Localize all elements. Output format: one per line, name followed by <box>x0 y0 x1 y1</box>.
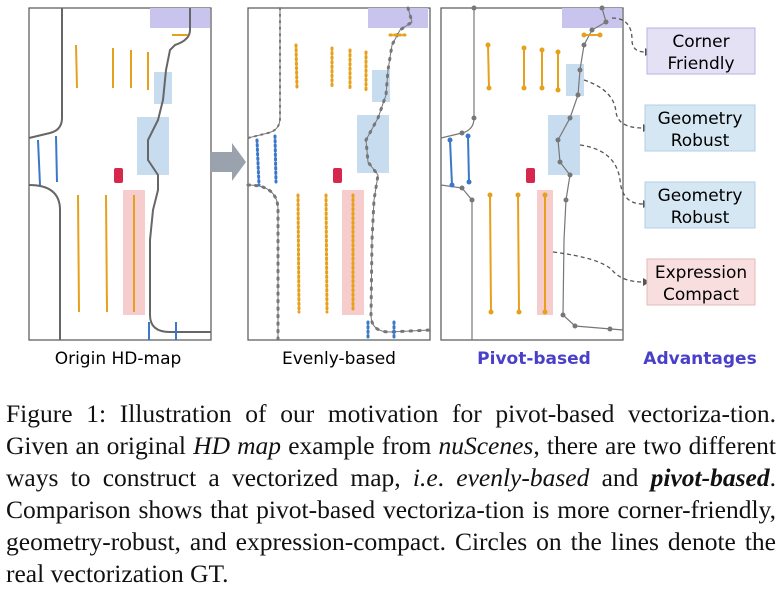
highlight-geometry-box <box>154 72 172 104</box>
svg-text:Corner: Corner <box>672 32 729 52</box>
advantages-label: Advantages <box>643 349 756 369</box>
right-arrow-icon <box>210 143 246 181</box>
svg-text:Robust: Robust <box>671 208 730 228</box>
highlight-corner-box <box>368 8 428 28</box>
svg-text:Friendly: Friendly <box>667 54 734 74</box>
svg-text:Geometry: Geometry <box>658 109 743 129</box>
panel-origin-hdmap <box>28 7 212 341</box>
highlight-corner-box <box>150 8 210 28</box>
advantage-box-geometry-robust: Geometry Robust <box>644 181 756 229</box>
highlight-geometry-box <box>357 115 389 173</box>
svg-text:Expression: Expression <box>655 263 747 283</box>
evenly-based-label: Evenly-based <box>282 349 396 369</box>
connector-arrows <box>552 17 646 283</box>
figure-1-illustration: Corner Friendly Geometry Robust Geometry… <box>28 5 757 369</box>
svg-text:Compact: Compact <box>663 285 739 305</box>
advantage-box-geometry-robust: Geometry Robust <box>644 104 756 152</box>
highlight-geometry-box <box>137 117 169 175</box>
highlight-geometry-box <box>548 115 580 175</box>
svg-text:Robust: Robust <box>671 131 730 151</box>
road-boundary-left-lower <box>28 184 61 340</box>
ego-car <box>526 168 535 183</box>
road-boundary-right <box>147 8 211 333</box>
svg-text:Geometry: Geometry <box>658 186 743 206</box>
origin-hdmap-label: Origin HD-map <box>55 349 182 369</box>
arrowhead-icons <box>643 48 652 286</box>
ego-car <box>333 168 342 183</box>
road-boundary-left <box>28 8 63 139</box>
panel-pivot-based <box>440 5 624 341</box>
panel-evenly-based <box>246 6 432 342</box>
pivot-based-label: Pivot-based <box>477 349 591 369</box>
figure-caption: Figure 1: Illustration of our motivation… <box>6 399 776 588</box>
advantage-box-corner-friendly: Corner Friendly <box>646 27 756 75</box>
advantage-box-expression-compact: Expression Compact <box>646 258 756 306</box>
ego-car <box>114 168 123 183</box>
